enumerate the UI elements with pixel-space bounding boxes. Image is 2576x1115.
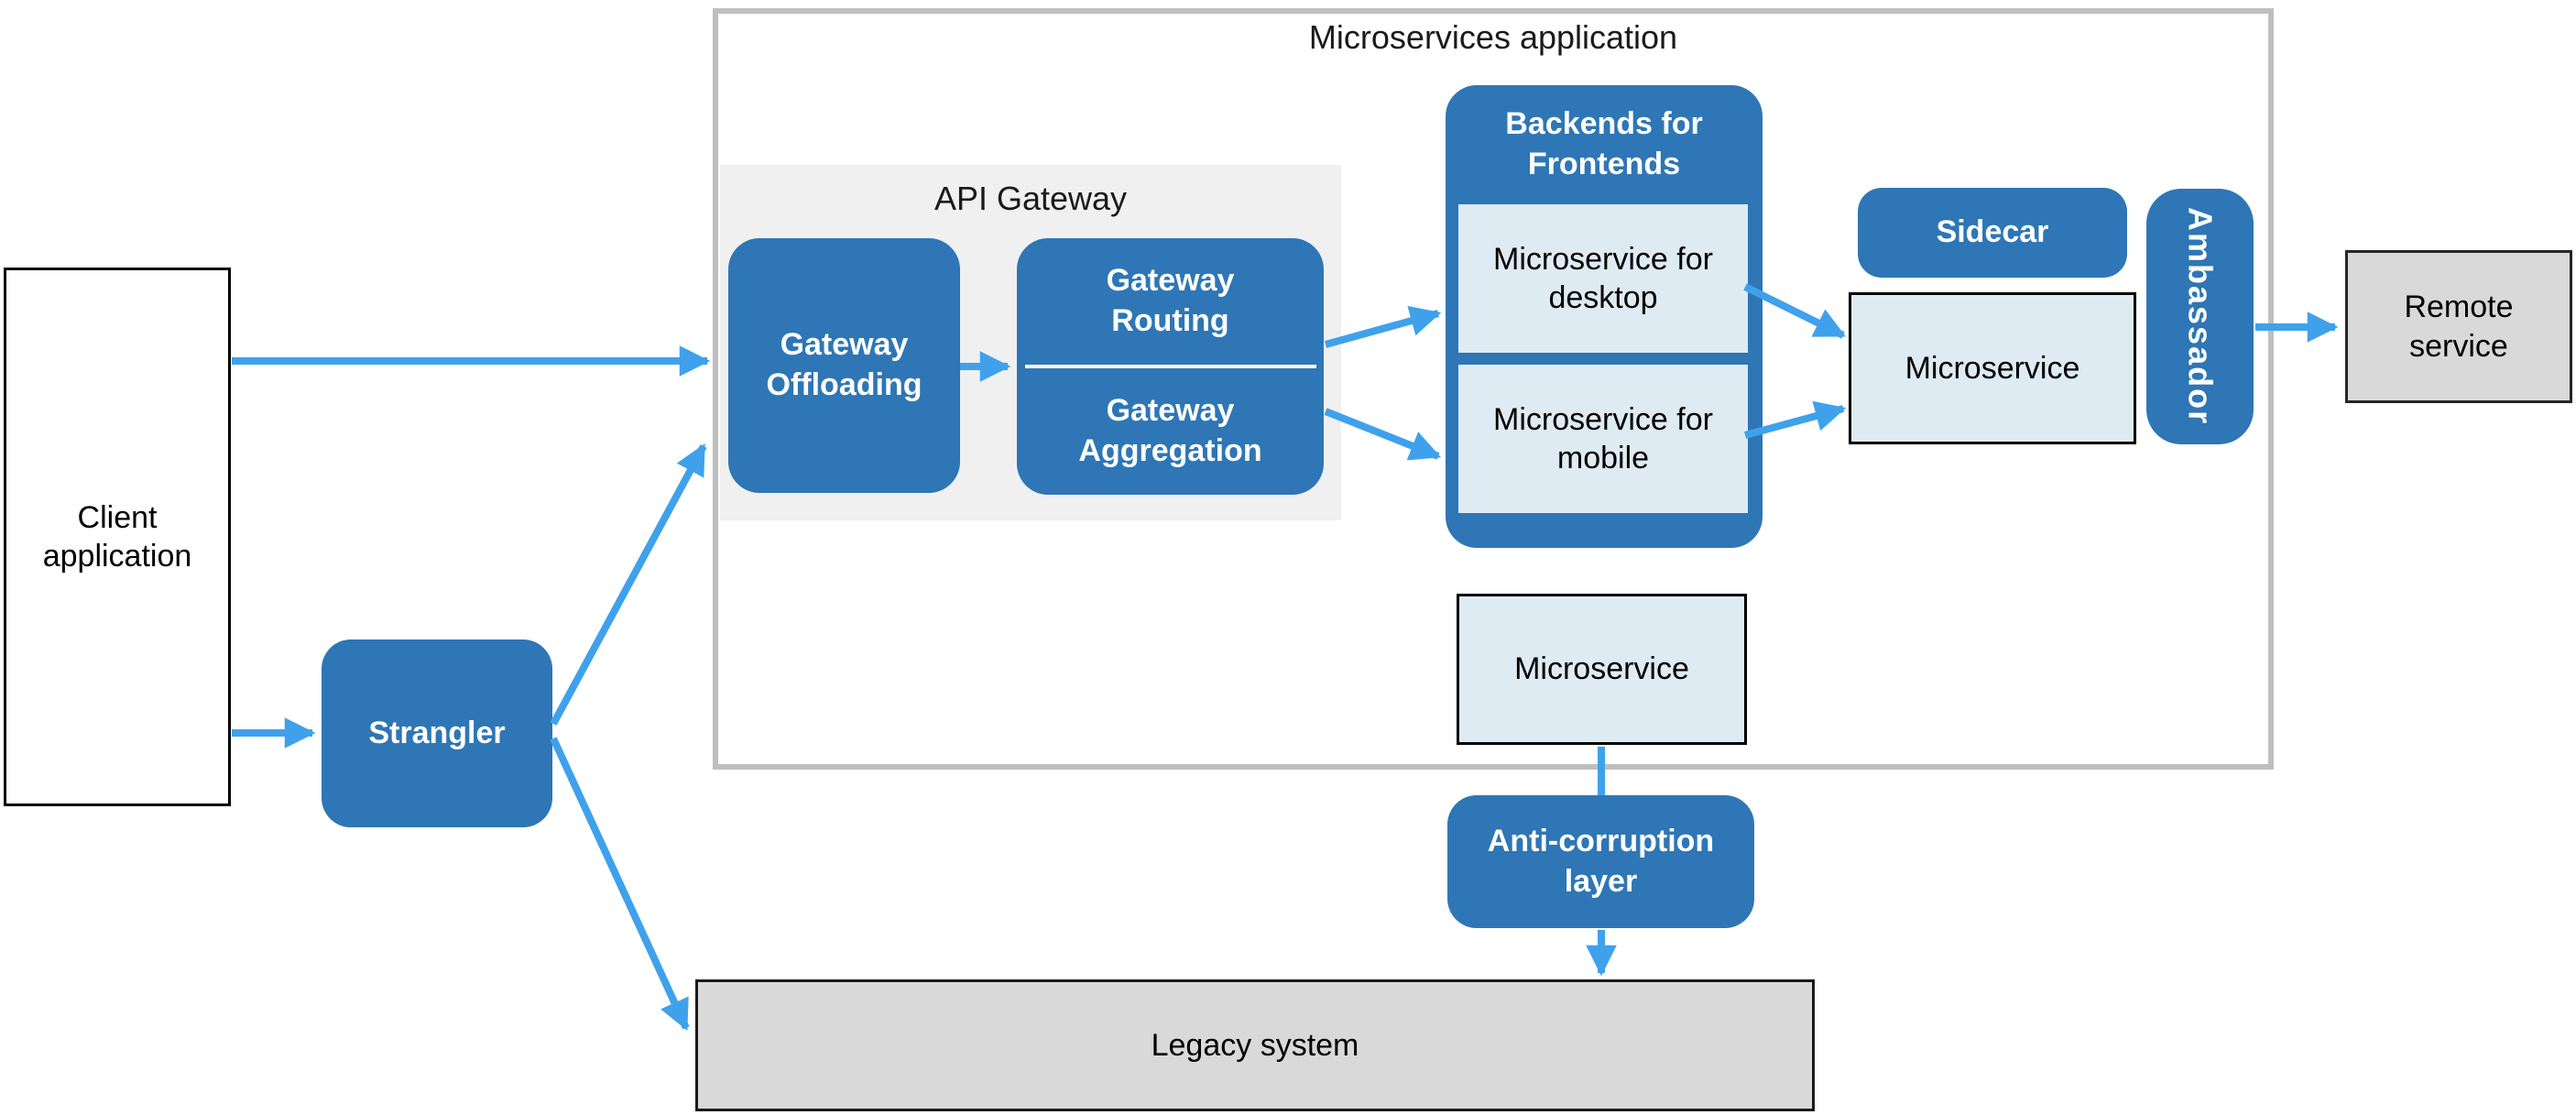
microservices-application-title: Microservices application — [1308, 18, 1678, 56]
routing-aggregation-divider — [1024, 365, 1316, 368]
arrow-strangler-to-gateway-offloading — [550, 443, 707, 726]
client-application-label: Client application — [42, 499, 192, 574]
arrow-strangler-to-legacy-system — [550, 737, 690, 1032]
remote-service-label: Remote service — [2404, 290, 2514, 364]
gateway-aggregation-label: Gateway Aggregation — [1078, 393, 1262, 468]
microservice-for-mobile-node: Microservice for mobile — [1458, 365, 1748, 513]
gateway-routing-aggregation-node: Gateway Routing Gateway Aggregation — [1017, 238, 1324, 495]
microservice-for-desktop-label: Microservice for desktop — [1493, 241, 1713, 315]
gateway-offloading-label: Gateway Offloading — [766, 327, 922, 402]
legacy-system-node: Legacy system — [695, 979, 1815, 1111]
legacy-system-label: Legacy system — [1151, 1027, 1359, 1063]
microservice-right-label: Microservice — [1905, 350, 2080, 386]
microservice-for-desktop-node: Microservice for desktop — [1458, 204, 1748, 353]
client-application-node: Client application — [4, 268, 231, 806]
strangler-node: Strangler — [322, 639, 552, 827]
ambassador-node: Ambassador — [2146, 189, 2254, 444]
strangler-label: Strangler — [368, 715, 506, 750]
gateway-aggregation-section: Gateway Aggregation — [1017, 368, 1324, 495]
remote-service-node: Remote service — [2345, 250, 2572, 403]
microservice-bottom-label: Microservice — [1514, 651, 1689, 687]
anti-corruption-layer-label: Anti-corruption layer — [1487, 823, 1715, 899]
backends-for-frontends-title: Backends for Frontends — [1484, 85, 1724, 204]
api-gateway-group-label: API Gateway — [933, 180, 1128, 217]
microservice-right-node: Microservice — [1849, 292, 2136, 444]
anti-corruption-layer-node: Anti-corruption layer — [1447, 795, 1754, 928]
backends-for-frontends-label: Backends for Frontends — [1505, 106, 1703, 181]
gateway-offloading-node: Gateway Offloading — [728, 238, 960, 493]
gateway-routing-section: Gateway Routing — [1017, 238, 1324, 365]
ambassador-label: Ambassador — [2181, 207, 2220, 426]
sidecar-node: Sidecar — [1858, 188, 2127, 278]
microservice-bottom-node: Microservice — [1457, 594, 1747, 745]
microservice-for-mobile-label: Microservice for mobile — [1493, 401, 1713, 476]
sidecar-label: Sidecar — [1936, 214, 2049, 250]
gateway-routing-label: Gateway Routing — [1106, 263, 1235, 338]
